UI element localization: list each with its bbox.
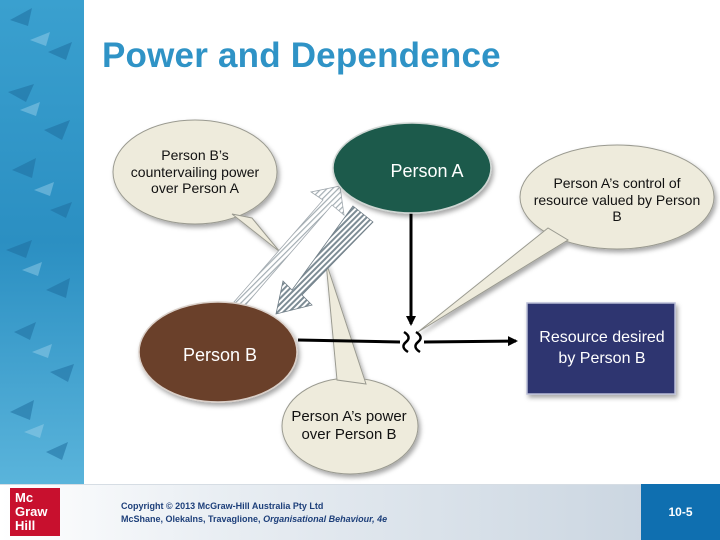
decorative-side-band xyxy=(0,0,84,484)
page-number: 10-5 xyxy=(641,484,720,540)
power-over-b-arrow xyxy=(275,205,374,315)
callout-power-bubble xyxy=(281,261,419,475)
person-a-node xyxy=(332,122,492,214)
person-b-node xyxy=(138,301,298,403)
slide-title: Power and Dependence xyxy=(102,36,501,75)
copyright-line: Copyright © 2013 McGraw-Hill Australia P… xyxy=(121,501,324,511)
callout-countervailing-bubble xyxy=(112,119,281,253)
power-dependence-diagram xyxy=(112,119,715,475)
logo-line-3: Hill xyxy=(15,518,36,533)
copyright-block: Copyright © 2013 McGraw-Hill Australia P… xyxy=(121,500,387,526)
person-a-label: Person A xyxy=(390,160,464,181)
book-title: Organisational Behaviour, 4e xyxy=(263,514,388,524)
callout-control-bubble xyxy=(417,144,715,333)
callout-control-text: Person A’s control of resource valued by… xyxy=(533,174,701,225)
callout-power-text: Person A’s power over Person B xyxy=(291,408,407,443)
mcgraw-hill-logo: Mc Graw Hill xyxy=(10,488,60,536)
logo-line-1: Mc xyxy=(15,490,34,505)
slide-footer xyxy=(0,484,720,540)
authors-text: McShane, Olekalns, Travaglione, xyxy=(121,514,264,524)
citation-line: McShane, Olekalns, Travaglione, Organisa… xyxy=(121,513,387,526)
fish-pattern-decoration xyxy=(6,8,74,460)
resource-node xyxy=(526,302,676,395)
countervailing-power-arrow xyxy=(233,185,345,310)
resource-label: Resource desired by Person B xyxy=(539,329,665,367)
logo-line-2: Graw xyxy=(15,504,48,519)
callout-countervailing-text: Person B’s countervailing power over Per… xyxy=(130,146,260,197)
person-b-label: Person B xyxy=(182,344,258,365)
dependence-line xyxy=(297,330,518,354)
